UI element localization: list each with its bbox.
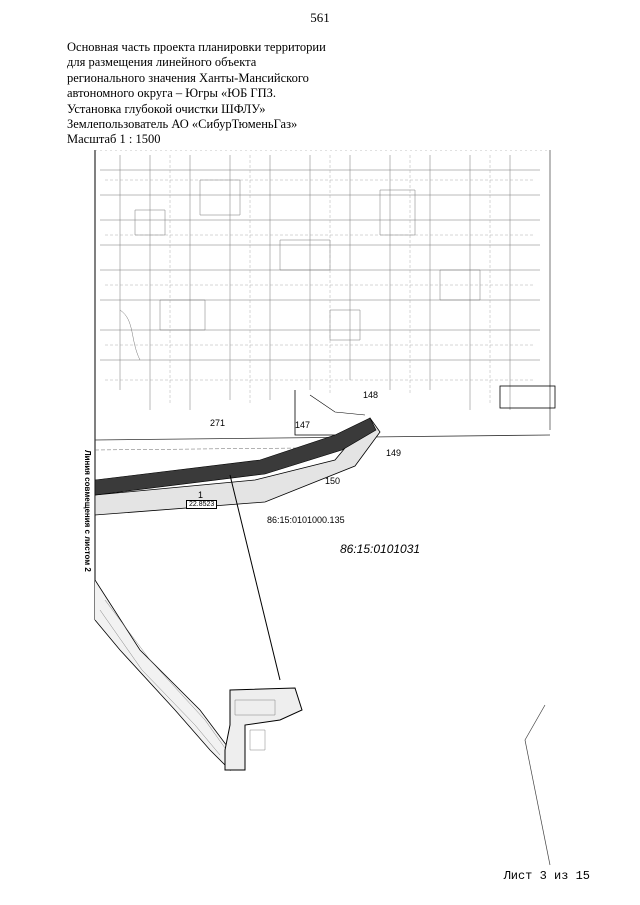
header-line-2: для размещения линейного объекта <box>67 55 257 70</box>
existing-plant-dashes <box>105 155 535 405</box>
label-148: 148 <box>363 390 379 400</box>
road-edge-upper <box>94 434 551 441</box>
header-line-4: автономного округа – Югры «ЮБ ГПЗ. <box>67 86 277 101</box>
building-right <box>499 385 556 409</box>
road-edge-dashed <box>94 447 301 451</box>
label-parcel: 86:15:0101000.135 <box>267 515 345 525</box>
linear-object <box>94 417 377 496</box>
lower-site-detail <box>234 699 276 751</box>
label-area: 22.8523 <box>186 500 218 509</box>
lower-site <box>224 687 303 771</box>
label-150: 150 <box>325 476 341 486</box>
label-1: 1 <box>198 490 204 500</box>
existing-plant-lines <box>100 155 540 410</box>
parcel-148-edge <box>309 394 366 416</box>
lower-road-detail <box>99 599 226 756</box>
label-quarter: 86:15:0101031 <box>340 542 421 556</box>
label-147: 147 <box>295 420 311 430</box>
page-number: 561 <box>310 10 330 25</box>
right-boundary <box>524 704 551 866</box>
label-271: 271 <box>210 418 226 428</box>
label-149: 149 <box>386 448 402 458</box>
connector-line <box>229 474 281 681</box>
planning-map: 271 147 148 149 150 1 22.8523 86:15:0101… <box>80 150 560 870</box>
label-side-note: Линия совмещения с листом 2 <box>83 450 92 572</box>
lower-road <box>94 579 231 771</box>
scale-line: Масштаб 1 : 1500 <box>67 132 161 147</box>
map-drawing <box>94 150 556 866</box>
planned-boundary <box>94 417 381 516</box>
sheet-number: Лист 3 из 15 <box>503 869 590 883</box>
header-line-6: Землепользователь АО «СибурТюменьГаз» <box>67 117 298 132</box>
header-line-5: Установка глубокой очистки ШФЛУ» <box>67 101 266 116</box>
document-header: Основная часть проекта планировки террит… <box>67 40 367 148</box>
parcel-147-edge <box>294 390 335 436</box>
header-line-1: Основная часть проекта планировки террит… <box>67 40 326 54</box>
header-line-3: регионального значения Ханты-Мансийского <box>67 70 309 85</box>
